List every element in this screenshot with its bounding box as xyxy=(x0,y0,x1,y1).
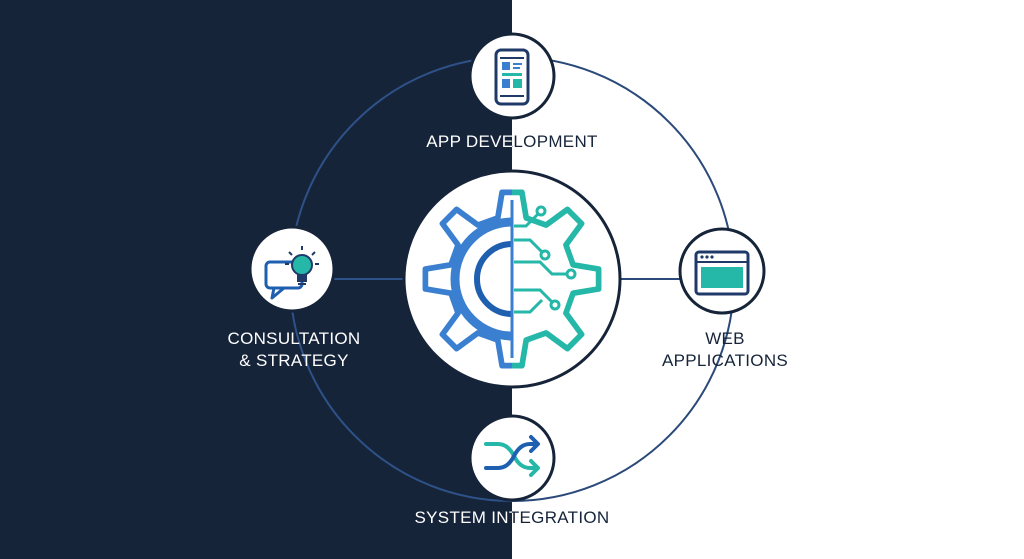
node-app-development xyxy=(468,32,556,120)
label-app-development: APP DEVELOPMENT xyxy=(426,132,597,151)
label-system-integration-right: SYSTEM INTEGRATION xyxy=(415,508,610,527)
node-system-integration xyxy=(468,414,556,502)
label-consultation-line2: & STRATEGY xyxy=(239,351,348,370)
label-web-line2: APPLICATIONS xyxy=(662,351,788,370)
label-web-line1: WEB xyxy=(705,329,745,348)
chat-lightbulb-icon xyxy=(264,246,319,300)
smartphone-icon xyxy=(494,48,530,106)
shuffle-arrows-icon xyxy=(484,435,540,477)
label-app-development-right: APP DEVELOPMENT xyxy=(426,132,597,151)
browser-window-icon xyxy=(694,250,750,296)
label-consultation-line1: CONSULTATION xyxy=(228,329,361,348)
node-web-applications xyxy=(678,227,766,315)
center-hub xyxy=(402,169,622,389)
gear-circuit-icon xyxy=(422,189,602,369)
label-system-integration: SYSTEM INTEGRATION xyxy=(415,508,610,527)
node-consultation-strategy xyxy=(248,225,336,313)
